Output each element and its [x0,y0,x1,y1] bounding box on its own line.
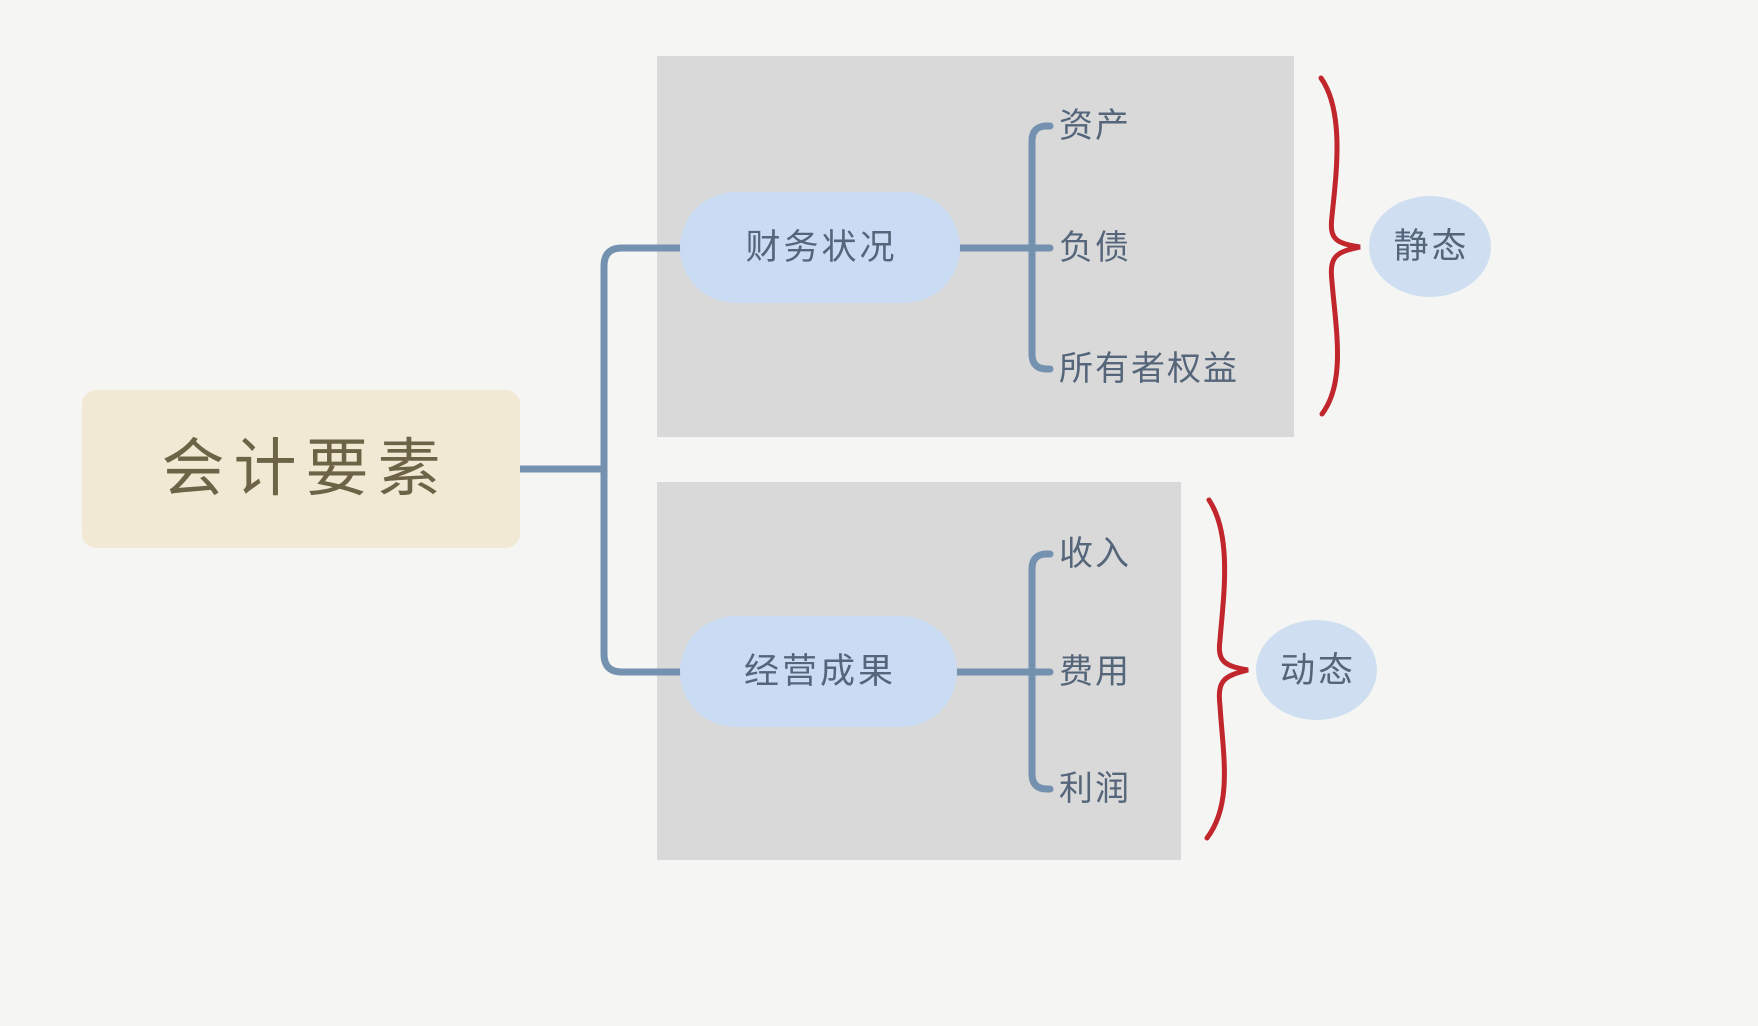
leaf-node-liabilities[interactable]: 负债 [1059,229,1131,267]
root-node-label: 会计要素 [161,433,450,504]
leaf-node-expenses[interactable]: 费用 [1059,653,1131,691]
branch-node-operating-results[interactable]: 经营成果 [680,616,957,727]
connector-financial-to-equity [1028,244,1054,373]
connector-operating-to-profit [1028,668,1054,793]
connector-financial-to-assets [1028,122,1054,252]
branch-node-financial-position[interactable]: 财务状况 [680,192,960,303]
connector-root-to-operating [600,465,684,676]
tag-node-static[interactable]: 静态 [1369,196,1491,297]
leaf-node-revenue[interactable]: 收入 [1059,535,1131,573]
brace-static [1318,75,1361,417]
tag-node-dynamic-label: 动态 [1279,650,1356,690]
root-node[interactable]: 会计要素 [82,390,520,548]
brace-dynamic [1204,497,1249,841]
leaf-node-owners-equity[interactable]: 所有者权益 [1059,350,1239,388]
tag-node-dynamic[interactable]: 动态 [1256,620,1377,720]
branch-node-financial-position-label: 财务状况 [745,228,898,267]
connector-root-to-financial [600,244,684,473]
leaf-node-profit[interactable]: 利润 [1059,770,1131,808]
connector-operating-to-revenue [1028,550,1054,676]
tag-node-static-label: 静态 [1393,227,1470,266]
leaf-node-assets[interactable]: 资产 [1059,107,1131,145]
branch-node-operating-results-label: 经营成果 [743,652,896,691]
